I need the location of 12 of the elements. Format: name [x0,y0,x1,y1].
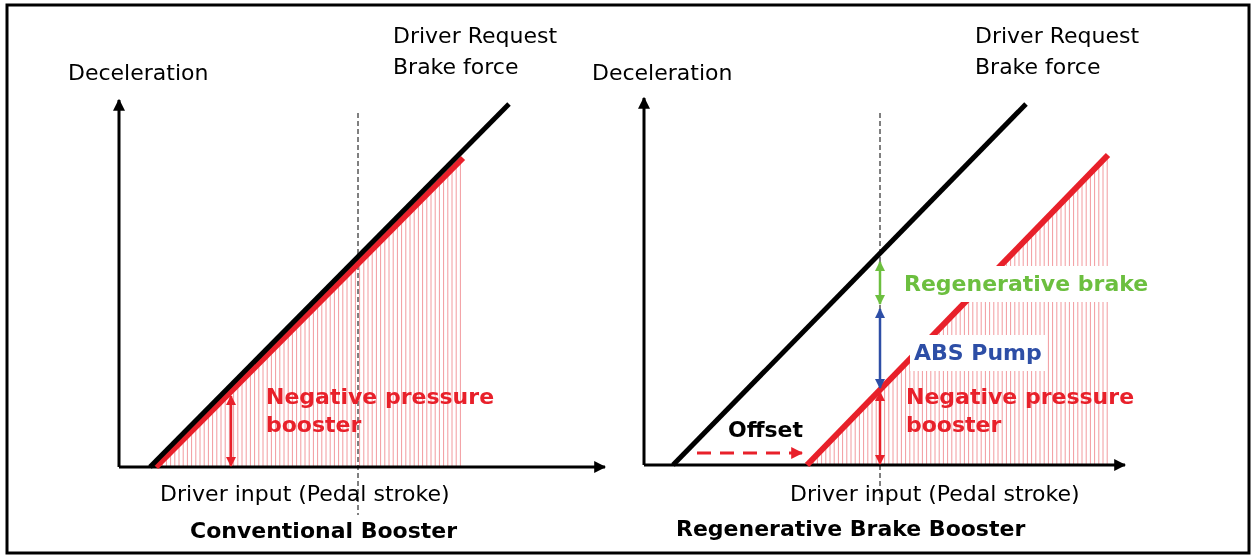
axis-label: Driver input (Pedal stroke) [160,480,450,508]
chart-title: Conventional Booster [190,517,458,545]
line-label: Driver Request Brake force [393,22,559,81]
axis-label: Deceleration [592,59,733,87]
axis-label: Deceleration [68,59,209,87]
line-label: Driver Request Brake force [975,22,1141,81]
area-label: Negative pressure booster [266,383,496,439]
chart-title: Regenerative Brake Booster [676,515,1026,543]
axis-label: Driver input (Pedal stroke) [790,480,1080,508]
offset-label: Offset [728,416,804,444]
area-label: Negative pressure booster [906,383,1136,439]
area-label: ABS Pump [910,335,1046,371]
